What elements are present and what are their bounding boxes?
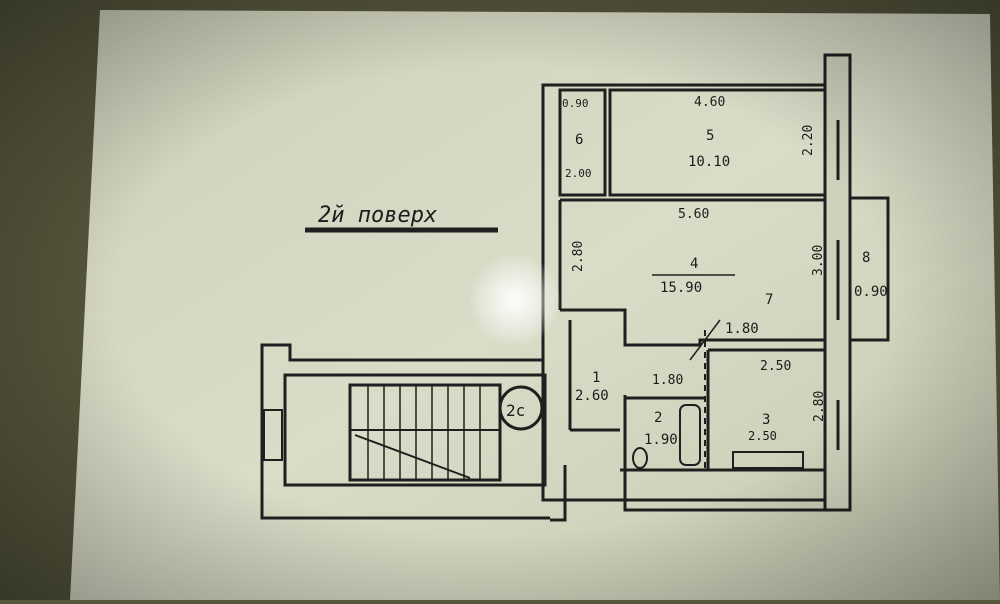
stair-window — [263, 409, 283, 461]
dim-room-3-width: 2.50 — [760, 359, 791, 374]
wall-lower-step — [550, 465, 567, 522]
dim-room-4-right: 3.00 — [811, 245, 826, 276]
room-5-area: 10.10 — [688, 154, 730, 170]
room-8-area: 0.90 — [854, 284, 888, 300]
room-4-number: 4 — [690, 256, 698, 272]
room-5-walls — [608, 88, 827, 197]
dim-room-3-depth: 2.80 — [812, 391, 827, 422]
staircase — [260, 343, 550, 520]
dimension-labels: 0.90 4.60 2.20 5.60 2.80 3.00 1.80 2.50 … — [562, 95, 827, 422]
room-7-leader — [689, 319, 721, 361]
stair-riser-circle — [498, 385, 544, 431]
dim-room-6-width: 0.90 — [562, 97, 589, 110]
room-3-number: 3 — [762, 412, 770, 428]
room-1-number: 1 — [592, 370, 600, 386]
wall-bottom-step — [623, 470, 845, 512]
room-2-number: 2 — [654, 410, 662, 426]
kitchen-counter — [732, 451, 804, 469]
room-2-area: 1.90 — [644, 432, 678, 448]
room-7-area: 1.80 — [725, 321, 759, 337]
room-8-number: 8 — [862, 250, 870, 266]
room-labels: 5 10.10 6 2.00 4 15.90 7 1.80 1 2.60 2 1… — [565, 128, 888, 448]
bathtub — [679, 404, 701, 466]
room-6-walls — [558, 88, 607, 197]
room-3-area: 2.50 — [748, 429, 777, 443]
toilet — [632, 447, 648, 469]
dim-room-5-depth: 2.20 — [801, 125, 816, 156]
room-1-area: 2.60 — [575, 388, 609, 404]
room-6-area: 2.00 — [565, 167, 592, 180]
balcony — [848, 196, 890, 342]
room-4-area: 15.90 — [660, 280, 702, 296]
dim-corridor: 1.80 — [652, 373, 683, 388]
paper-sheet — [70, 10, 1000, 600]
stair-label: 2с — [506, 401, 525, 420]
room-5-number: 5 — [706, 128, 714, 144]
floor-title: 2й поверх — [318, 203, 437, 228]
dim-room-5-width: 4.60 — [694, 95, 725, 110]
dim-room-4-width: 5.60 — [678, 207, 709, 222]
stair-landing — [348, 383, 502, 482]
fixtures — [632, 404, 804, 469]
dim-room-4-left: 2.80 — [571, 241, 586, 272]
room-7-number: 7 — [765, 292, 773, 308]
stair-inner-wall — [283, 373, 547, 487]
stair-outer-wall — [260, 343, 550, 520]
apartment-walls — [541, 53, 890, 522]
room-6-number: 6 — [575, 132, 583, 148]
stair-diagonal — [354, 434, 471, 479]
